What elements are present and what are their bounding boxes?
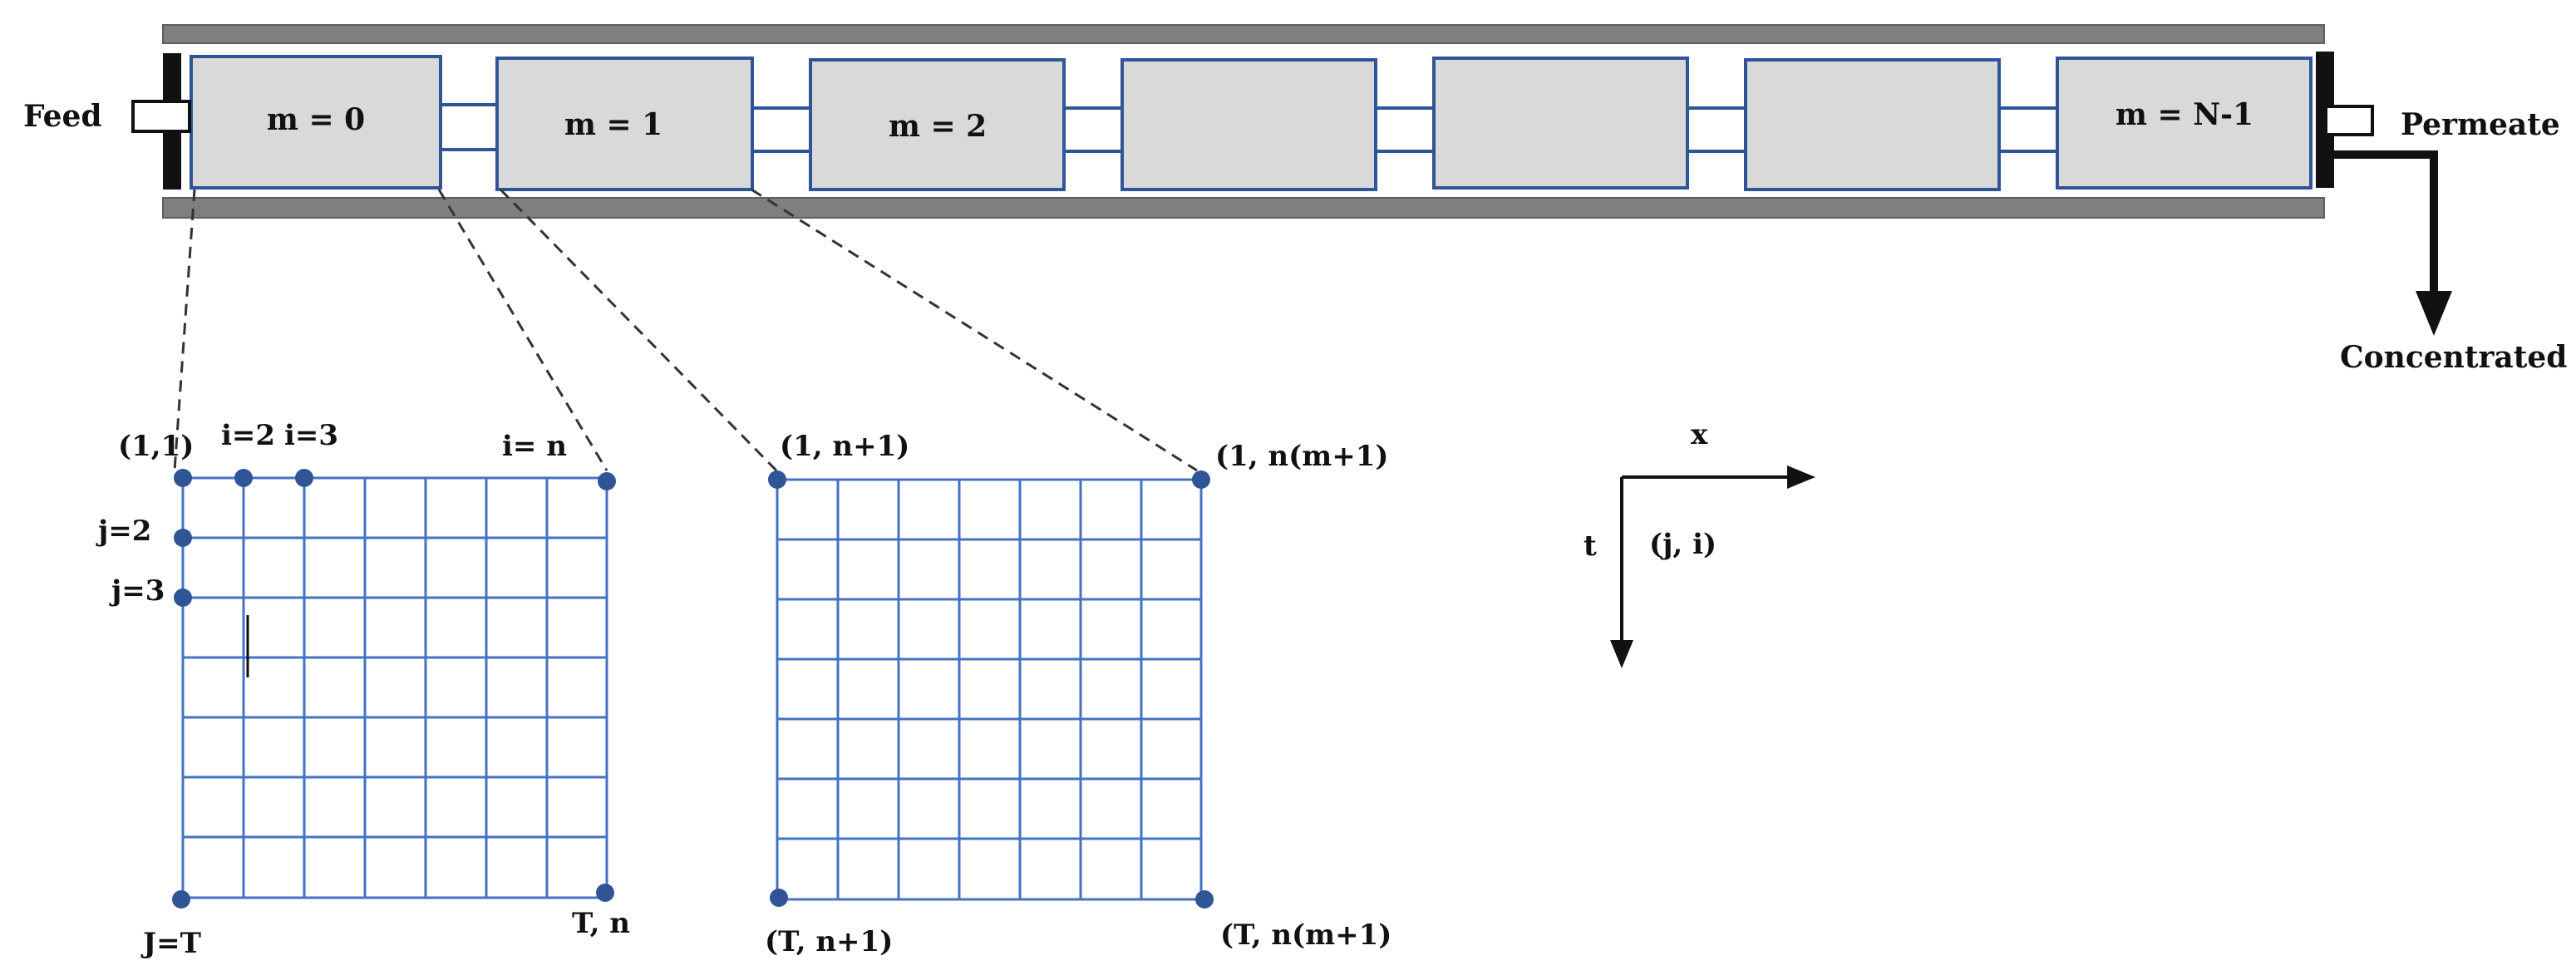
axes-indicator: x t (j, i) — [1584, 418, 1815, 668]
node-T-n1 — [770, 889, 788, 907]
node-in — [598, 472, 616, 490]
index-label: (j, i) — [1649, 528, 1717, 561]
segment-m5 — [1744, 58, 2001, 191]
node-i2 — [234, 469, 253, 487]
concentrated-arrow — [2334, 150, 2452, 336]
label-i3: i=3 — [284, 419, 338, 452]
top-rail — [162, 24, 2325, 44]
feed-port — [131, 100, 191, 133]
node-j2 — [174, 529, 192, 547]
segment-mN-1: m = N-1 — [2056, 57, 2312, 190]
label-jT: J=T — [140, 927, 201, 960]
label-1-1: (1,1) — [118, 430, 194, 463]
permeate-port — [2324, 105, 2374, 136]
segment-label-mN-1: m = N-1 — [2115, 97, 2253, 132]
grid-left-lines — [181, 476, 608, 899]
projection-lines — [173, 188, 1198, 472]
node-1-n1 — [768, 470, 786, 489]
label-T-nm1: (T, n(m+1) — [1220, 918, 1391, 952]
segment-m2: m = 2 — [809, 58, 1066, 191]
label-1-n1: (1, n+1) — [780, 430, 909, 463]
segment-label-m1: m = 1 — [564, 107, 662, 142]
node-1-nm1 — [1192, 470, 1210, 489]
t-axis-arrowhead — [1610, 640, 1633, 668]
t-axis-label: t — [1584, 529, 1597, 563]
label-j3: j=3 — [109, 574, 165, 608]
node-i3 — [295, 469, 313, 487]
grid-left: (1,1) i=2 i=3 i= n j=2 j=3 J=T T, n — [96, 419, 630, 960]
permeate-label: Permeate — [2401, 107, 2560, 142]
node-Tn — [596, 884, 614, 902]
node-T-nm1 — [1195, 890, 1214, 909]
node-1-1 — [174, 469, 192, 487]
segment-m1: m = 1 — [495, 57, 754, 191]
grid-right-lines — [776, 478, 1203, 901]
segment-m4 — [1432, 57, 1689, 190]
label-Tn: T, n — [572, 907, 630, 940]
grid-right: (1, n+1) (1, n(m+1) (T, n+1) (T, n(m+1) — [765, 430, 1391, 958]
segment-label-m0: m = 0 — [267, 102, 365, 137]
membrane-module: m = 0 m = 1 m = 2 m = N-1 Feed — [23, 24, 2567, 375]
label-i2: i=2 — [221, 419, 275, 452]
label-j2: j=2 — [96, 515, 151, 548]
x-axis-label: x — [1691, 418, 1708, 451]
segment-label-m2: m = 2 — [889, 109, 987, 144]
grid-right-nodes — [768, 470, 1214, 909]
label-T-n1: (T, n+1) — [765, 925, 893, 958]
x-axis-arrowhead — [1787, 465, 1815, 489]
label-in: i= n — [502, 430, 567, 463]
segment-m0: m = 0 — [190, 55, 442, 190]
node-jT — [172, 890, 190, 909]
segment-m3 — [1121, 58, 1377, 191]
node-j3 — [174, 588, 192, 607]
feed-label: Feed — [23, 99, 102, 134]
concentrated-label: Concentrated — [2340, 340, 2567, 375]
grid-left-nodes — [172, 469, 616, 909]
label-1-nm1: (1, n(m+1) — [1215, 440, 1388, 473]
bottom-rail — [162, 197, 2325, 219]
